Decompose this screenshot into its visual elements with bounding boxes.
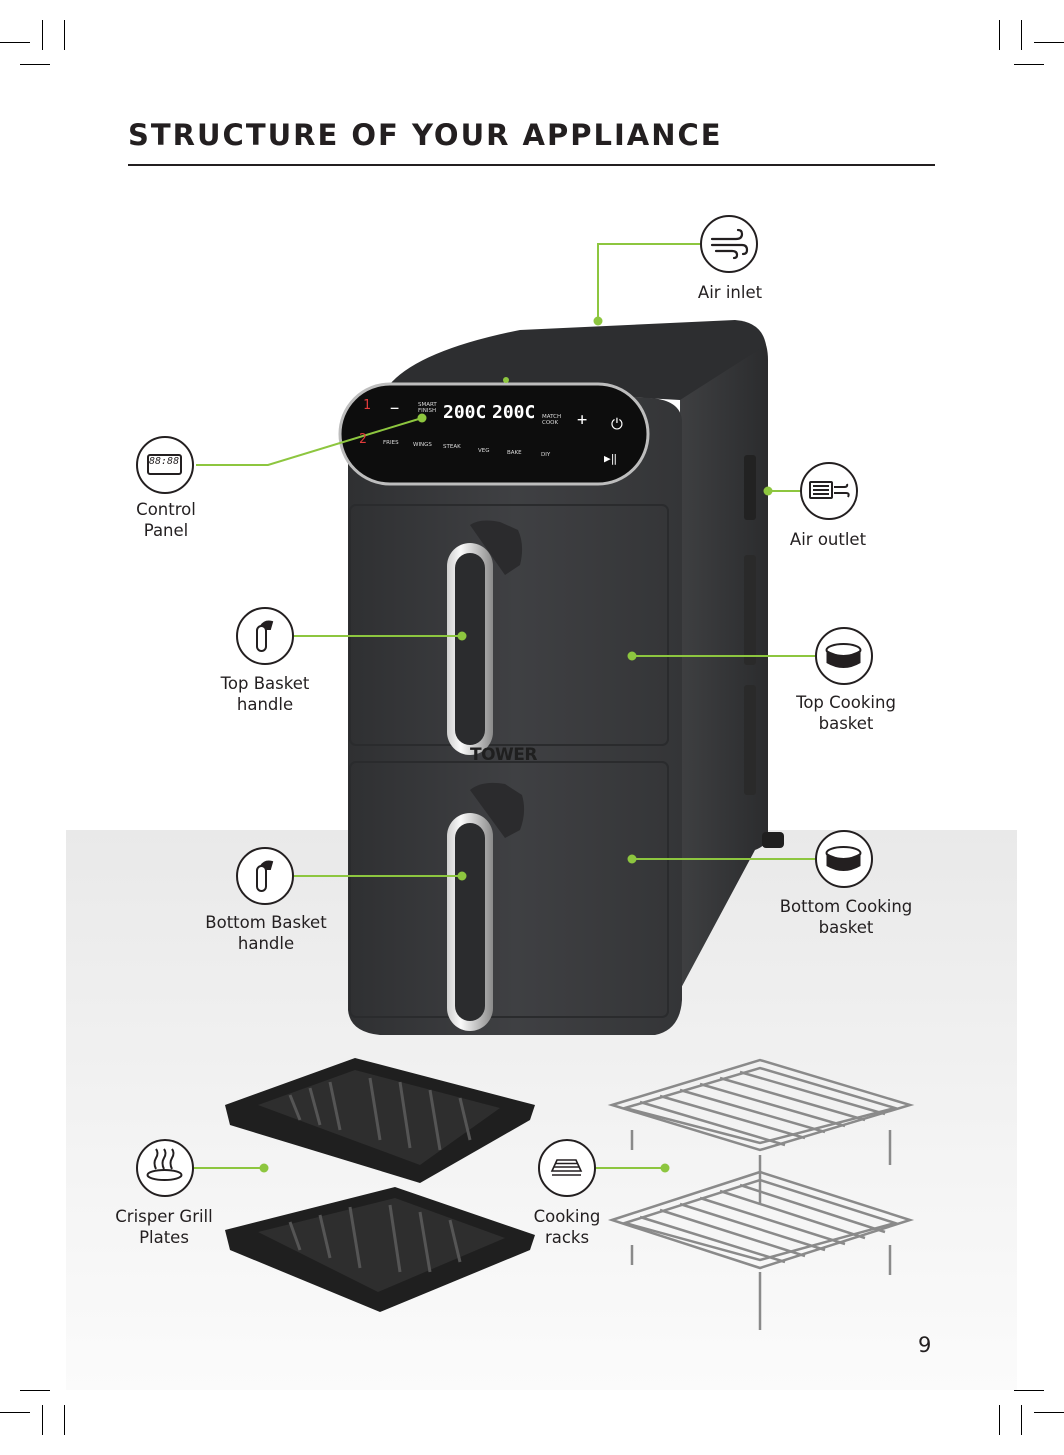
- power-icon[interactable]: ⏻: [611, 415, 623, 433]
- label-bottom-cooking-basket-line1: Bottom Cooking: [780, 897, 913, 916]
- cooking-rack-icon: [538, 1139, 596, 1197]
- smart-finish-line2: FINISH: [418, 408, 436, 414]
- match-cook-line2: COOK: [542, 420, 558, 426]
- crisper-grill-plate-top: [225, 1058, 535, 1183]
- cooking-rack-top: [612, 1060, 910, 1205]
- label-top-cooking-basket-line2: basket: [819, 714, 874, 733]
- label-bottom-cooking-basket-line2: basket: [819, 918, 874, 937]
- air-outlet-vent: [744, 685, 756, 795]
- air-inlet-icon: [700, 215, 758, 273]
- minus-button[interactable]: −: [390, 399, 399, 417]
- label-cooking-racks: Cooking racks: [517, 1206, 617, 1248]
- label-bottom-cooking-basket: Bottom Cooking basket: [761, 896, 931, 938]
- preset-diy[interactable]: DIY: [541, 452, 550, 458]
- zone-1-indicator[interactable]: 1: [363, 398, 371, 413]
- label-top-cooking-basket-line1: Top Cooking: [796, 693, 896, 712]
- page-number: 9: [918, 1333, 931, 1357]
- brand-logo: TOWER: [470, 745, 537, 765]
- label-top-basket-handle-line2: handle: [237, 695, 293, 714]
- label-air-outlet: Air outlet: [773, 529, 883, 550]
- label-cooking-racks-line2: racks: [545, 1228, 589, 1247]
- cooking-basket-icon: [815, 830, 873, 888]
- label-top-basket-handle: Top Basket handle: [200, 673, 330, 715]
- air-outlet-vent: [744, 455, 756, 520]
- play-pause-icon[interactable]: ▶‖: [604, 452, 617, 465]
- appliance-front: [348, 390, 682, 1035]
- handle-icon: [236, 607, 294, 665]
- preset-wings[interactable]: WINGS: [413, 442, 432, 448]
- label-top-cooking-basket: Top Cooking basket: [776, 692, 916, 734]
- air-outlet-icon: [800, 462, 858, 520]
- preset-veg[interactable]: VEG: [478, 448, 490, 454]
- crisper-grill-plate-bottom: [225, 1187, 535, 1312]
- clock-display-text: 88:88: [149, 456, 179, 467]
- preset-fries[interactable]: FRIES: [383, 440, 399, 446]
- control-panel-bar: [340, 384, 648, 484]
- label-air-inlet: Air inlet: [680, 282, 780, 303]
- plus-button[interactable]: +: [577, 410, 587, 430]
- label-top-basket-handle-line1: Top Basket: [221, 674, 310, 693]
- label-control-panel-line1: Control: [136, 500, 196, 519]
- label-crisper-grill-plates-line1: Crisper Grill: [115, 1207, 212, 1226]
- handle-icon: [236, 847, 294, 905]
- label-bottom-basket-handle-line2: handle: [238, 934, 294, 953]
- label-bottom-basket-handle-line1: Bottom Basket: [205, 913, 326, 932]
- label-bottom-basket-handle: Bottom Basket handle: [186, 912, 346, 954]
- label-crisper-grill-plates-line2: Plates: [139, 1228, 189, 1247]
- cooking-basket-icon: [815, 627, 873, 685]
- preset-bake[interactable]: BAKE: [507, 450, 522, 456]
- crisper-plate-icon: [136, 1139, 194, 1197]
- display-right: 200C: [492, 402, 535, 423]
- label-control-panel-line2: Panel: [144, 521, 189, 540]
- clock-display-icon: 88:88: [136, 436, 194, 494]
- zone-2-indicator[interactable]: 2: [359, 432, 367, 447]
- display-left: 200C: [443, 402, 486, 423]
- air-outlet-vent: [744, 555, 756, 665]
- appliance-foot: [762, 832, 784, 848]
- preset-steak[interactable]: STEAK: [443, 444, 461, 450]
- label-cooking-racks-line1: Cooking: [534, 1207, 601, 1226]
